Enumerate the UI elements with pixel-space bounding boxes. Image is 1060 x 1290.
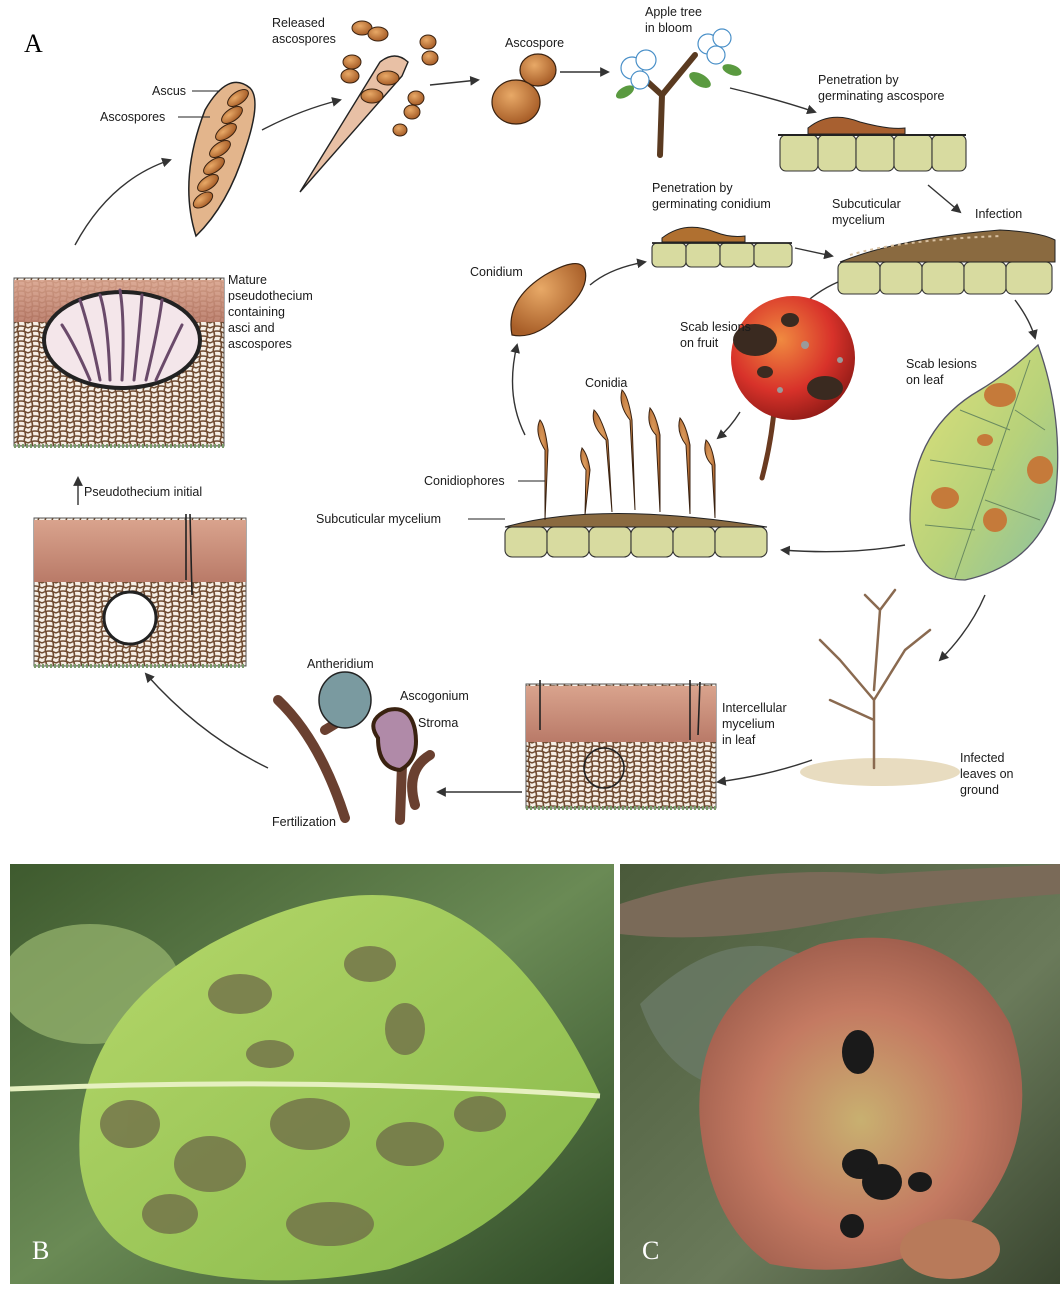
label-antheridium: Antheridium [307,657,374,671]
released-ascospores-illustration [300,21,438,192]
label-conidia: Conidia [585,376,627,390]
ascospore-illustration [492,54,556,124]
label-apple-1: Apple tree [645,5,702,19]
label-ascospore: Ascospore [505,36,564,50]
label-subcut-myc: Subcuticular mycelium [316,512,441,526]
label-pen-asc-2: germinating ascospore [818,89,945,103]
label-infected-1: Infected [960,751,1005,765]
infection-illustration [838,230,1055,294]
panel-letter-c: C [642,1236,659,1266]
label-released-2: ascospores [272,32,336,46]
label-pen-con-1: Penetration by [652,181,733,195]
label-released-1: Released [272,16,325,30]
pseudothecium-initial-illustration [34,514,246,666]
panel-letter-b: B [32,1236,49,1266]
label-mature-2: pseudothecium [228,289,313,303]
label-scab-leaf-2: on leaf [906,373,944,387]
fruit-photo-drawing [620,864,1060,1284]
label-pen-asc-1: Penetration by [818,73,899,87]
mature-pseudothecium-illustration [14,278,224,446]
label-mature-5: ascospores [228,337,292,351]
conidiophores-illustration [505,390,767,557]
label-scab-leaf-1: Scab lesions [906,357,977,371]
label-infected-2: leaves on [960,767,1014,781]
label-mature-4: asci and [228,321,275,335]
ascus-illustration [189,82,255,236]
bare-tree-illustration [800,590,960,786]
label-apple-2: in bloom [645,21,692,35]
label-scab-fruit-2: on fruit [680,336,719,350]
label-subcut-2: mycelium [832,213,885,227]
label-conidium: Conidium [470,265,523,279]
panel-letter-a: A [24,29,43,58]
penetration-ascospore-illustration [778,117,966,171]
intercellular-mycelium-illustration [526,680,716,808]
fruit-photo: C [620,864,1060,1284]
label-infection: Infection [975,207,1022,221]
leaf-photo-drawing [10,864,614,1284]
label-ascogonium: Ascogonium [400,689,469,703]
label-ascus: Ascus [152,84,186,98]
label-pen-con-2: germinating conidium [652,197,771,211]
label-intercell-3: in leaf [722,733,756,747]
label-mature-3: containing [228,305,285,319]
label-scab-fruit-1: Scab lesions [680,320,751,334]
label-conidiophores: Conidiophores [424,474,505,488]
label-intercell-1: Intercellular [722,701,787,715]
label-fertilization: Fertilization [272,815,336,829]
label-infected-3: ground [960,783,999,797]
label-ascospores: Ascospores [100,110,165,124]
life-cycle-diagram: A [0,0,1060,855]
apple-bloom-illustration [614,29,743,155]
leaf-photo: B [10,864,614,1284]
label-stroma: Stroma [418,716,458,730]
label-pseudo-initial: Pseudothecium initial [84,485,202,499]
label-intercell-2: mycelium [722,717,775,731]
penetration-conidium-illustration [652,227,792,267]
label-subcut-1: Subcuticular [832,197,901,211]
label-mature-1: Mature [228,273,267,287]
